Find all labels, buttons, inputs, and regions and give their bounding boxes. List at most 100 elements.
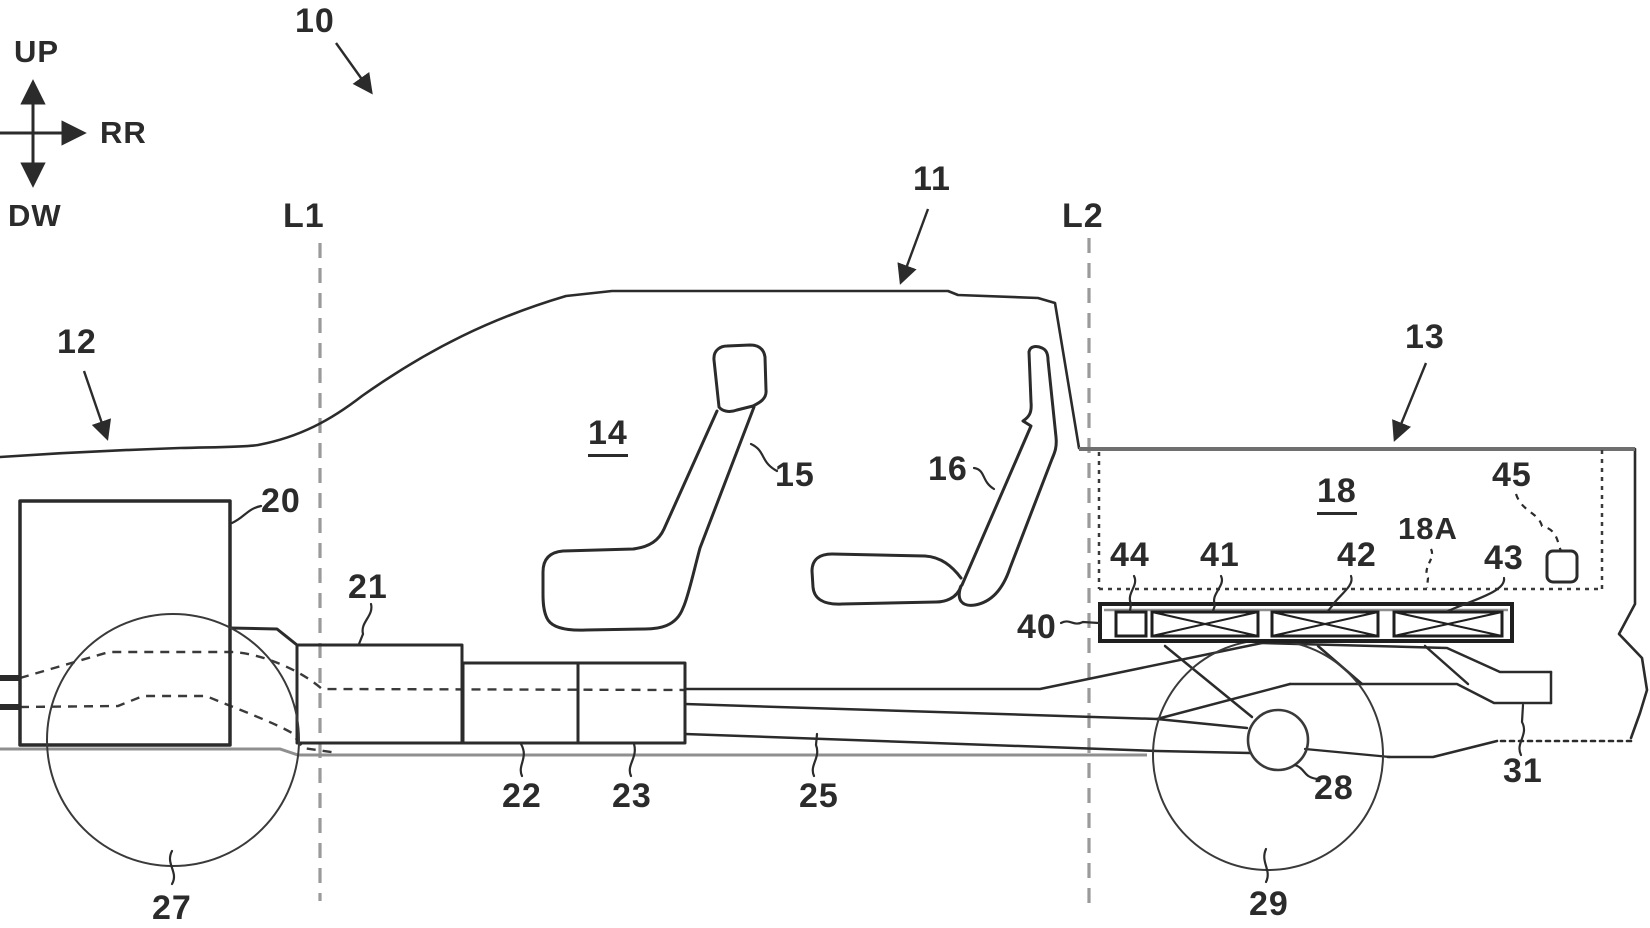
rear-axle-hub-circle	[1246, 708, 1310, 772]
section-label-l2: L2	[1062, 197, 1104, 235]
unit-box-22-23	[461, 661, 687, 745]
component-45	[1425, 493, 1579, 589]
section-lines	[318, 238, 1091, 905]
axis-label-up: UP	[14, 34, 60, 69]
leader-43	[1446, 576, 1506, 613]
ref-label-45: 45	[1492, 456, 1532, 494]
hidden-line-upper	[19, 650, 686, 692]
driveshaft-lower	[683, 732, 1252, 755]
rear-seat-16	[810, 345, 1058, 607]
hidden-line-lower	[19, 694, 339, 755]
rear-seat-back-rear-edge	[957, 345, 1058, 607]
leader-28	[1293, 763, 1319, 781]
leader-21	[357, 602, 373, 646]
wheels	[46, 613, 1384, 871]
leader-22	[519, 742, 525, 778]
engine-box-20	[18, 499, 232, 747]
module-41-cross	[1151, 611, 1259, 637]
ref-label-15: 15	[775, 456, 815, 494]
driveshaft-and-frame	[683, 641, 1553, 759]
leader-25	[811, 732, 819, 778]
battery-tray-40	[1098, 602, 1514, 643]
ref-label-23: 23	[612, 777, 652, 815]
front-wheel-circle	[46, 613, 300, 867]
bumper-bar-upper	[0, 675, 21, 681]
leader-27	[168, 849, 176, 886]
front-seat-headrest	[712, 343, 768, 413]
section-label-l1: L1	[283, 197, 325, 235]
ref-label-21: 21	[348, 568, 388, 606]
ref-label-40: 40	[1017, 608, 1057, 646]
leader-41	[1211, 574, 1224, 613]
ref-label-20: 20	[261, 482, 301, 520]
rocker-underbody-line	[0, 747, 1147, 757]
ref-label-13: 13	[1405, 318, 1445, 356]
cargo-region-18-dashed-outline	[1097, 450, 1604, 591]
leader-18a-dashed	[1425, 548, 1434, 589]
leader-42	[1326, 574, 1353, 613]
ref-label-42: 42	[1337, 536, 1377, 574]
bellhousing-step	[229, 626, 298, 647]
ref-label-28: 28	[1314, 769, 1354, 807]
axis-label-rear: RR	[100, 115, 147, 150]
battery-pack	[1098, 602, 1514, 643]
hidden-exhaust-lines	[19, 650, 686, 755]
ref-label-31: 31	[1503, 752, 1543, 790]
ref-label-12: 12	[57, 323, 97, 361]
rear-seat-cushion	[810, 552, 963, 606]
ref-label-25: 25	[799, 777, 839, 815]
ref-label-11: 11	[913, 160, 951, 198]
rear-underbody-solid	[1386, 739, 1499, 759]
seats	[541, 343, 1058, 632]
ref-label-10: 10	[295, 2, 335, 40]
spring-hanger-front	[1163, 644, 1254, 719]
ref-label-16: 16	[928, 450, 968, 488]
leader-29	[1263, 847, 1269, 884]
rear-wheel-circle	[1152, 639, 1384, 871]
rear-seat-back-front-edge	[960, 350, 1033, 587]
ref-label-18: 18	[1317, 474, 1357, 515]
leader-40	[1059, 620, 1101, 625]
leader-45-dashed	[1514, 493, 1563, 552]
front-seat-back-and-cushion	[541, 405, 756, 632]
battery-module-44	[1114, 610, 1148, 638]
ref-label-22: 22	[502, 777, 542, 815]
leader-16	[972, 466, 996, 491]
vehicle-body-outline	[0, 289, 1649, 759]
leader-31	[1518, 703, 1526, 757]
squiggle-leaders	[168, 442, 1526, 886]
leader-arrow-13	[1392, 362, 1428, 442]
ref-label-27: 27	[152, 889, 192, 927]
hood-and-cab-outline	[0, 289, 1081, 459]
module-43-cross	[1393, 611, 1503, 637]
spring-hanger-rear	[1423, 644, 1470, 686]
orientation-axis	[0, 79, 87, 188]
axis-label-down: DW	[8, 198, 62, 233]
powertrain	[18, 499, 687, 747]
leader-arrow-11	[897, 208, 930, 285]
module-42-cross	[1271, 611, 1379, 637]
leader-arrow-12	[82, 370, 112, 441]
component-45-box	[1545, 549, 1579, 584]
leader-23	[628, 742, 636, 778]
battery-module-41	[1150, 610, 1260, 638]
ref-label-44: 44	[1110, 536, 1150, 574]
battery-module-42	[1270, 610, 1380, 638]
leader-44	[1128, 574, 1137, 613]
ref-label-18a: 18A	[1398, 511, 1458, 546]
battery-module-43	[1392, 610, 1504, 638]
bed-right-edge	[1617, 447, 1649, 740]
front-seat-15	[541, 343, 768, 632]
leader-15	[749, 442, 779, 473]
transmission-box-21	[295, 643, 464, 745]
frame-upper-rear	[1260, 641, 1553, 674]
arrow-leaders	[82, 42, 1428, 442]
axle-kickup	[1155, 682, 1292, 721]
leader-20	[230, 504, 263, 525]
axle-to-rear-line	[1303, 747, 1392, 759]
ref-label-41: 41	[1200, 536, 1240, 574]
ref-label-29: 29	[1249, 885, 1289, 923]
ref-label-14: 14	[588, 416, 628, 457]
